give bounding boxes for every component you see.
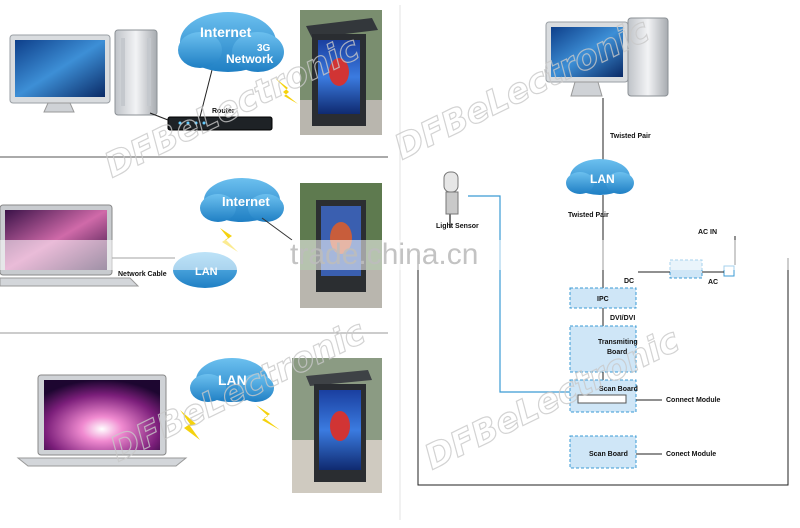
cloud-lan-label: LAN	[218, 372, 247, 388]
connect-module-2-label: Conect Module	[666, 451, 716, 458]
connect-module-1-label: Connect Module	[666, 397, 721, 404]
laptop-2-icon	[16, 374, 188, 467]
desktop-computer-icon	[9, 29, 158, 116]
cloud-network-label: Network	[226, 52, 274, 66]
light-sensor-label: Light Sensor	[436, 223, 479, 230]
ac-in-label: AC IN	[698, 229, 717, 236]
scan-board-connector	[577, 394, 627, 404]
network-cable-label: Network Cable	[118, 271, 167, 278]
watermark-band	[0, 240, 800, 270]
twisted-pair-top-label: Twisted Pair	[610, 133, 651, 140]
dvi-label: DVI/DVI	[610, 315, 635, 322]
twisted-pair-bottom-label: Twisted Pair	[568, 212, 609, 219]
router-cable	[149, 112, 169, 121]
outdoor-kiosk-icon	[300, 10, 382, 135]
light-sensor-icon	[443, 171, 459, 228]
wireless-signal-3-icon	[256, 405, 280, 430]
ipc-label: IPC	[597, 296, 609, 303]
lan-center-cloud-icon	[566, 159, 634, 195]
cabinet-outline	[417, 255, 789, 486]
wireless-signal-icon	[275, 78, 298, 104]
outdoor-kiosk-3-icon	[292, 358, 382, 493]
scan-board-1-label: Scan Board	[599, 386, 638, 393]
cloud-internet-label: Internet	[200, 24, 252, 40]
lan-center-label: LAN	[590, 172, 615, 186]
watermark-site: trade.china.cn	[290, 238, 478, 271]
sensor-cable	[468, 195, 572, 393]
watermark-brand-2: DFBeLectronic	[388, 10, 655, 168]
dc-label: DC	[624, 278, 634, 285]
cloud-3g-label: 3G	[257, 43, 271, 54]
lan-cloud-icon	[190, 358, 274, 402]
ac-label: AC	[708, 279, 718, 286]
cloud-internet-2-label: Internet	[222, 194, 270, 209]
scan-board-2-box	[569, 435, 637, 469]
scan-board-2-label: Scan Board	[589, 451, 628, 458]
internet-3g-cloud-icon	[178, 12, 284, 72]
transmitting-label-2: Board	[607, 349, 627, 356]
ipc-box	[569, 287, 637, 309]
transmitting-label-1: Transmiting	[598, 339, 638, 346]
wireless-signal-4-icon	[180, 410, 200, 440]
router-label: Router	[212, 108, 235, 115]
internet-link-line	[261, 217, 293, 241]
router-antenna	[199, 69, 213, 118]
internet-cloud-icon	[200, 178, 284, 222]
router-icon	[167, 116, 273, 131]
server-computer-icon	[545, 17, 669, 97]
